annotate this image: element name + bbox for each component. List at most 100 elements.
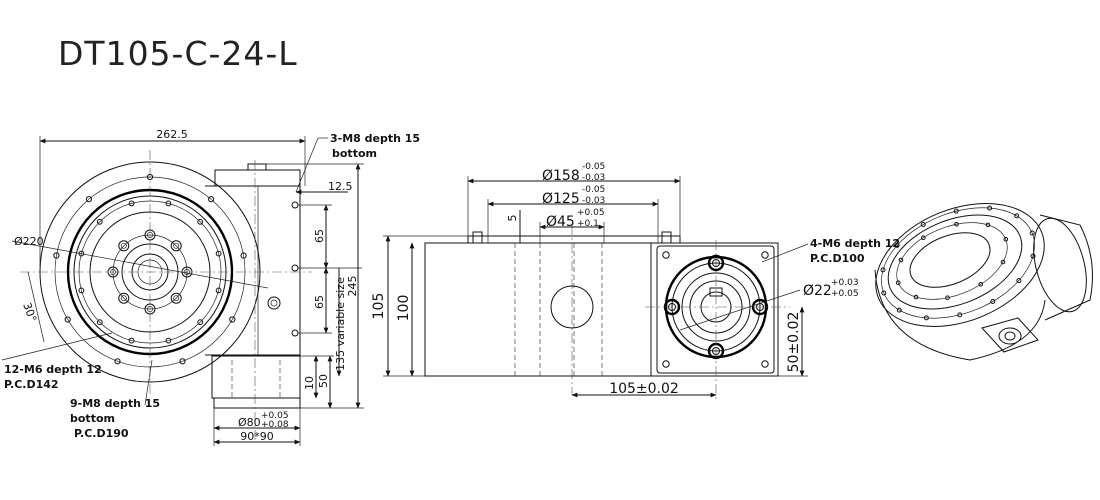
- angle-line: [27, 271, 45, 343]
- hub-bolt-hole-core: [173, 295, 180, 302]
- iso-square-flange: [981, 317, 1039, 353]
- iso-hole: [1016, 278, 1022, 284]
- iso-hole: [920, 222, 926, 227]
- input-shaft-core: [270, 299, 278, 307]
- iso-inner-ellipse: [896, 222, 1008, 300]
- side-hole-1: [291, 201, 299, 209]
- iso-hole: [880, 267, 886, 273]
- square-flange: [656, 245, 775, 374]
- iso-hole: [1029, 230, 1035, 236]
- dim-158-tol-lower: -0.03: [582, 173, 605, 183]
- iso-inner-hole: [1003, 237, 1009, 242]
- dim-angle-30: 30°: [20, 301, 39, 324]
- dim-50-tol: 50±0.02: [786, 312, 802, 373]
- bolt-hole-pcd190: [64, 316, 71, 323]
- bolt-hole-pcd142: [215, 250, 222, 257]
- iso-hole: [1030, 253, 1036, 259]
- dim-dia-158: Ø158: [542, 168, 580, 184]
- dim-105: 105: [371, 293, 387, 320]
- dim-22-tol-upper: +0.03: [831, 278, 859, 288]
- iso-inner-hole: [921, 235, 926, 240]
- dim-dia-45: Ø45: [546, 214, 575, 230]
- iso-bolt-ellipse: [881, 207, 1035, 319]
- hub-bolt-hole-core: [147, 306, 153, 312]
- iso-shaft: [1004, 331, 1016, 341]
- note-3m8-line2: bottom: [332, 147, 377, 160]
- top-boss: [247, 163, 267, 171]
- dim-50: 50: [317, 374, 330, 388]
- iso-hole: [1014, 213, 1020, 219]
- bolt-hole-pcd142: [197, 319, 204, 326]
- iso-inner-hole: [913, 294, 919, 300]
- bolt-hole-pcd190: [114, 358, 121, 365]
- note-3m8-line1: 3-M8 depth 15: [330, 132, 420, 145]
- bolt-hole-pcd142: [78, 287, 85, 294]
- bolt-hole-pcd190: [85, 196, 93, 203]
- side-pin-right: [661, 231, 672, 244]
- side-port-circle: [550, 285, 594, 329]
- bolt-hole-pcd190: [208, 196, 215, 203]
- dim-dia-125: Ø125: [542, 191, 580, 207]
- note-9m8-line2: bottom: [70, 412, 115, 425]
- top-motor-flange: [214, 169, 301, 187]
- bolt-hole-pcd190: [53, 252, 60, 259]
- dim-90x90: 90*90: [240, 430, 274, 443]
- hub-bolt-hole: [170, 292, 182, 304]
- dim-5: 5: [506, 215, 519, 222]
- isometric-view: [874, 202, 1093, 361]
- dim-262-5: 262.5: [156, 128, 188, 141]
- corner-hole-m6: [761, 251, 769, 259]
- bolt-hole-pcd190: [179, 358, 186, 365]
- side-bolt-holes: [662, 251, 769, 368]
- iso-inner-hole: [985, 222, 991, 228]
- iso-inner-hole: [1000, 259, 1006, 265]
- dim-dia-80: Ø80: [238, 416, 261, 429]
- iso-flange-ellipse: [887, 214, 1023, 310]
- note-12m6-line1: 12-M6 depth 12: [4, 363, 102, 376]
- corner-hole-m6: [662, 251, 670, 259]
- dim-135-variable: 135 variable size: [334, 277, 347, 371]
- side-hole-2: [291, 264, 299, 272]
- hub-bolt-hole: [118, 292, 130, 304]
- dim-45-tol-lower: +0.1: [577, 219, 599, 229]
- iso-hole: [923, 315, 929, 321]
- bolt-hole-pcd142: [96, 319, 103, 326]
- iso-hole: [987, 205, 993, 211]
- dim-65-lower: 65: [313, 295, 326, 309]
- dim-80-tol-upper: +0.05: [261, 411, 289, 421]
- input-shaft-hole: [267, 296, 281, 310]
- iso-inner-hole: [954, 222, 959, 227]
- iso-hole: [896, 307, 902, 313]
- dim-125-tol-upper: -0.05: [582, 185, 605, 195]
- dim-12-5: 12.5: [328, 180, 353, 193]
- bolt-hole-pcd142: [128, 200, 135, 207]
- note-4m6-line2: P.C.D100: [810, 252, 865, 265]
- iso-shaft-ring: [998, 327, 1022, 345]
- dim-65-upper: 65: [313, 229, 326, 243]
- pilot-bolt-hole: [707, 254, 725, 272]
- corner-hole-m6: [761, 360, 769, 368]
- note-12m6-line2: P.C.D142: [4, 378, 59, 391]
- side-hole-3: [291, 329, 299, 337]
- bolt-hole-pcd190: [229, 316, 236, 323]
- side-view: Ø158 -0.05 -0.03 Ø125 -0.05 -0.03 Ø45 +0…: [371, 162, 900, 400]
- dim-dia-220: Ø220: [14, 235, 44, 248]
- bolt-hole-pcd142: [165, 200, 172, 207]
- bolt-hole-pcd142: [165, 337, 172, 344]
- iso-bore-ellipse: [909, 232, 991, 288]
- bolt-hole-pcd190: [240, 252, 247, 259]
- corner-hole-m6: [662, 360, 670, 368]
- leader-12m6: [1, 332, 113, 361]
- bolt-hole-pcd142: [128, 337, 135, 344]
- side-pin-left: [472, 231, 483, 244]
- iso-hole: [953, 208, 959, 214]
- iso-inner-hole: [978, 282, 984, 287]
- iso-bolt-holes: [880, 205, 1036, 321]
- hub-bolt-hole-core: [147, 232, 153, 238]
- dim-100: 100: [396, 295, 412, 322]
- iso-hole: [957, 312, 963, 318]
- drawing-title: DT105-C-24-L: [58, 34, 298, 73]
- iso-hole: [881, 290, 887, 296]
- dim-125-tol-lower: -0.03: [582, 196, 605, 206]
